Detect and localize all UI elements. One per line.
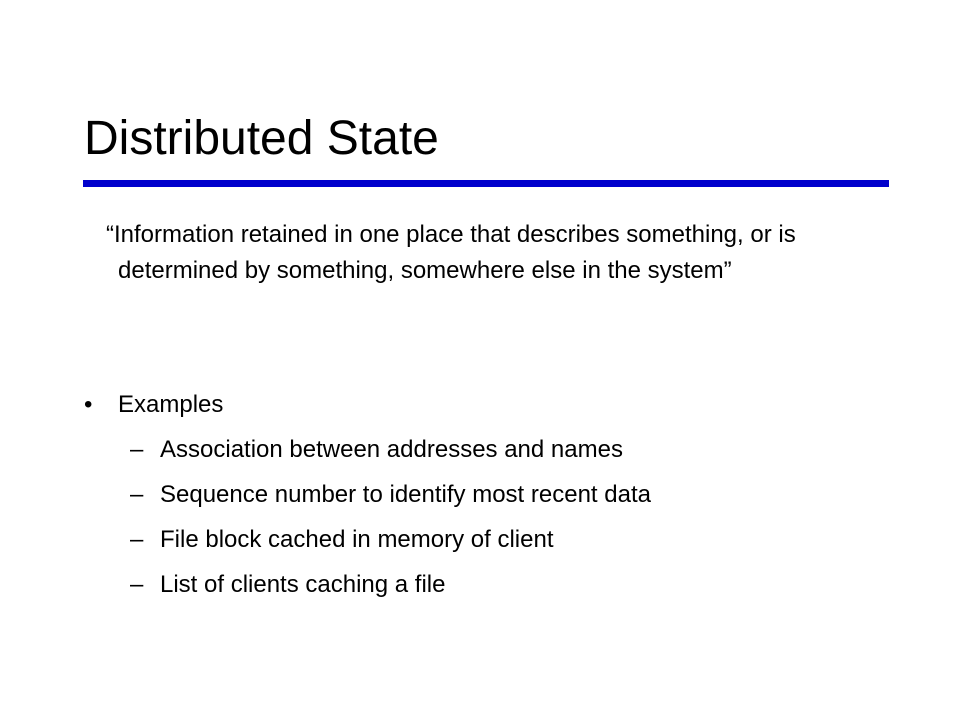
dash-icon: –	[130, 571, 144, 598]
example-text: Sequence number to identify most recent …	[160, 481, 651, 508]
dash-icon: –	[130, 526, 144, 553]
example-text: Association between addresses and names	[160, 436, 623, 463]
slide-title: Distributed State	[84, 112, 439, 165]
example-text: List of clients caching a file	[160, 571, 446, 598]
title-underline	[83, 180, 889, 187]
example-text: File block cached in memory of client	[160, 526, 554, 553]
bullet-dot-icon: •	[84, 391, 93, 418]
dash-icon: –	[130, 436, 144, 463]
dash-icon: –	[130, 481, 144, 508]
bullet-label: Examples	[118, 391, 224, 418]
definition-quote: “Information retained in one place that …	[106, 221, 796, 284]
